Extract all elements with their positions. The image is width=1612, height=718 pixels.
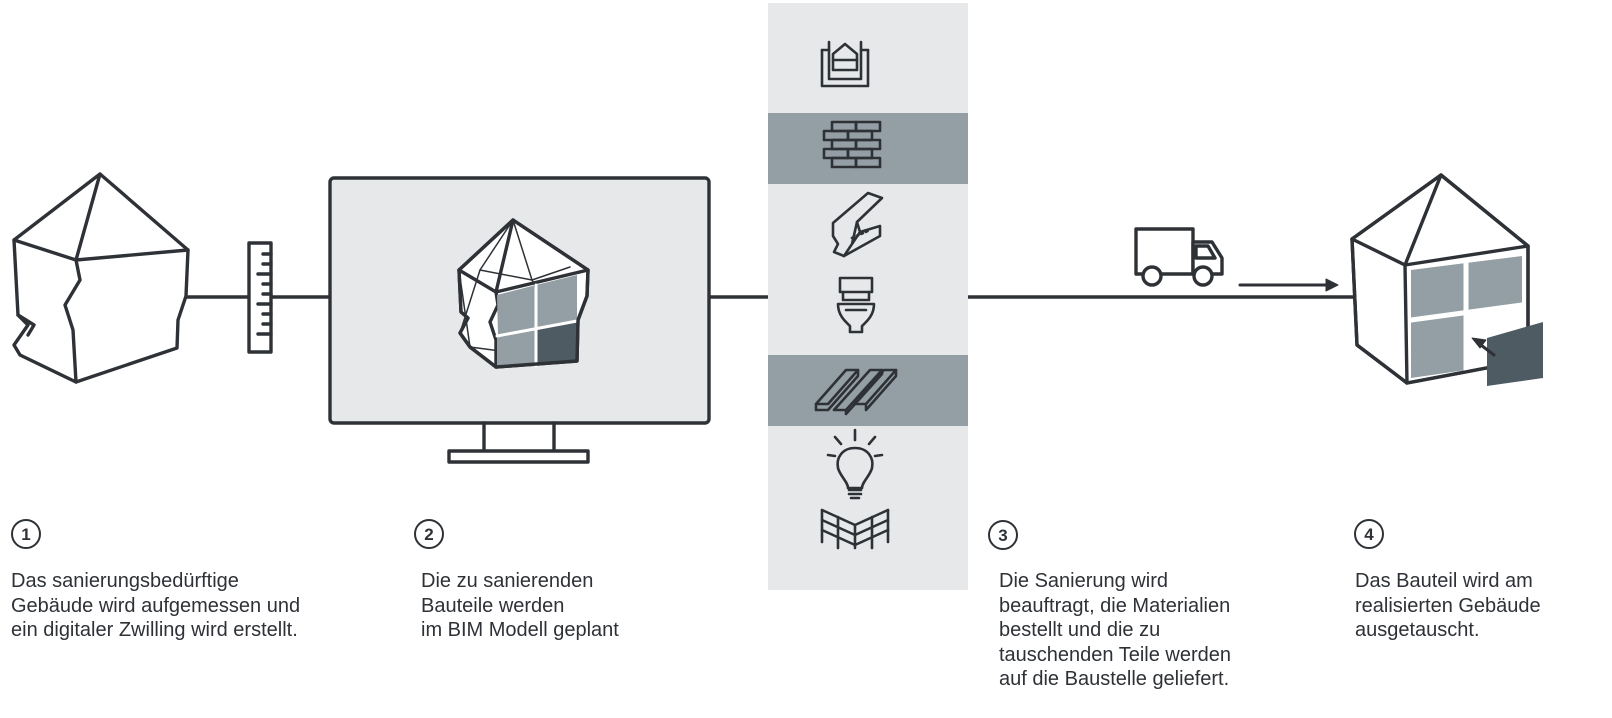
concrete-mixer-icon xyxy=(820,40,870,88)
step-number-badge: 4 xyxy=(1354,519,1384,549)
bricks-icon xyxy=(822,120,882,169)
insulation-icon xyxy=(820,508,890,550)
damaged-house-icon xyxy=(12,172,190,384)
step-description: Die Sanierung wird beauftragt, die Mater… xyxy=(999,570,1232,691)
timber-planks-icon xyxy=(814,368,898,416)
bim-house-model-icon xyxy=(457,218,590,369)
steel-beam-icon xyxy=(831,191,884,258)
step-description: Das sanierungsbedürftige Gebäude wird au… xyxy=(11,570,301,642)
step-number-badge: 2 xyxy=(414,519,444,549)
renovated-house-icon xyxy=(1350,173,1543,386)
delivery-arrow-icon xyxy=(1238,278,1339,292)
step-description: Das Bauteil wird am realisierten Gebäude… xyxy=(1355,570,1541,642)
delivery-truck-icon xyxy=(1134,227,1224,287)
step-description: Die zu sanierenden Bauteile werden im BI… xyxy=(421,570,619,642)
ruler-icon xyxy=(247,241,273,354)
toilet-icon xyxy=(836,276,876,334)
light-bulb-icon xyxy=(826,428,884,500)
step-number-badge: 3 xyxy=(988,520,1018,550)
step-number-badge: 1 xyxy=(11,519,41,549)
